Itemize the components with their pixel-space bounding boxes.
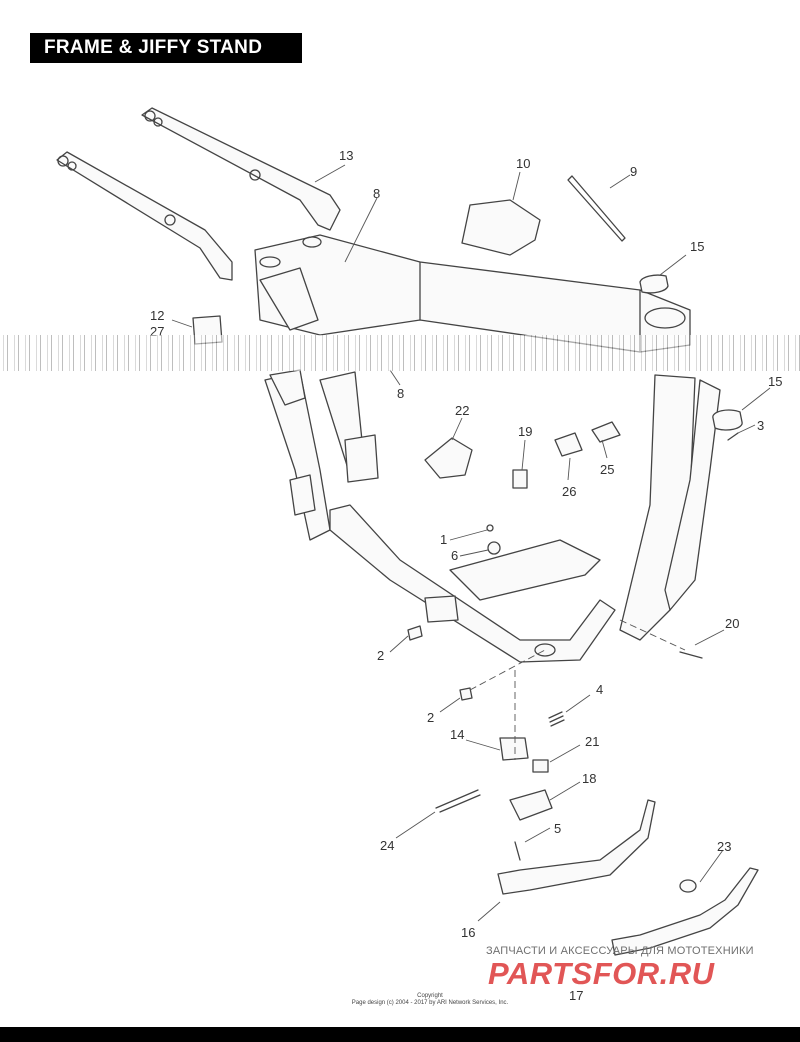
callout-numbers: 13 10 9 8 15 12 27 8 15 3 22 19 25 26 1 …	[150, 148, 782, 1003]
watermark-caption: ЗАПЧАСТИ И АКСЕССУАРЫ ДЛЯ МОТОТЕХНИКИ	[486, 945, 754, 957]
callout-15: 15	[690, 239, 704, 254]
callout-3: 3	[757, 418, 764, 433]
callout-16: 16	[461, 925, 475, 940]
callout-8b: 8	[397, 386, 404, 401]
callout-14: 14	[450, 727, 464, 742]
callout-25: 25	[600, 462, 614, 477]
callout-12: 12	[150, 308, 164, 323]
callout-22: 22	[455, 403, 469, 418]
callout-1: 1	[440, 532, 447, 547]
small-parts	[192, 175, 759, 956]
centerline-guide	[469, 649, 546, 691]
callout-4: 4	[596, 682, 603, 697]
main-frame	[254, 234, 721, 663]
copyright-line-1: Copyright	[417, 993, 443, 999]
watermark-logo: PARTSFOR.RU	[488, 956, 715, 991]
scan-noise-band	[0, 335, 800, 371]
callout-2b: 2	[427, 710, 434, 725]
callout-9: 9	[630, 164, 637, 179]
callout-20: 20	[725, 616, 739, 631]
rear-fender-struts	[56, 107, 341, 281]
callout-21: 21	[585, 734, 599, 749]
copyright-line-2: Page design (c) 2004 - 2017 by ARI Netwo…	[351, 1000, 509, 1006]
leader-lines	[171, 164, 771, 922]
page-title: FRAME & JIFFY STAND	[30, 33, 302, 63]
callout-17: 17	[569, 988, 583, 1003]
callout-13: 13	[339, 148, 353, 163]
callout-26: 26	[562, 484, 576, 499]
callout-18: 18	[582, 771, 596, 786]
callout-19: 19	[518, 424, 532, 439]
callout-6: 6	[451, 548, 458, 563]
centerline-guide	[619, 619, 686, 651]
callout-23: 23	[717, 839, 731, 854]
callout-24: 24	[380, 838, 394, 853]
callout-2: 2	[377, 648, 384, 663]
callout-10: 10	[516, 156, 530, 171]
callout-8: 8	[373, 186, 380, 201]
copyright-notice: Copyright Page design (c) 2004 - 2017 by…	[350, 993, 510, 1007]
callout-15b: 15	[768, 374, 782, 389]
callout-5: 5	[554, 821, 561, 836]
bottom-bar	[0, 1027, 800, 1042]
